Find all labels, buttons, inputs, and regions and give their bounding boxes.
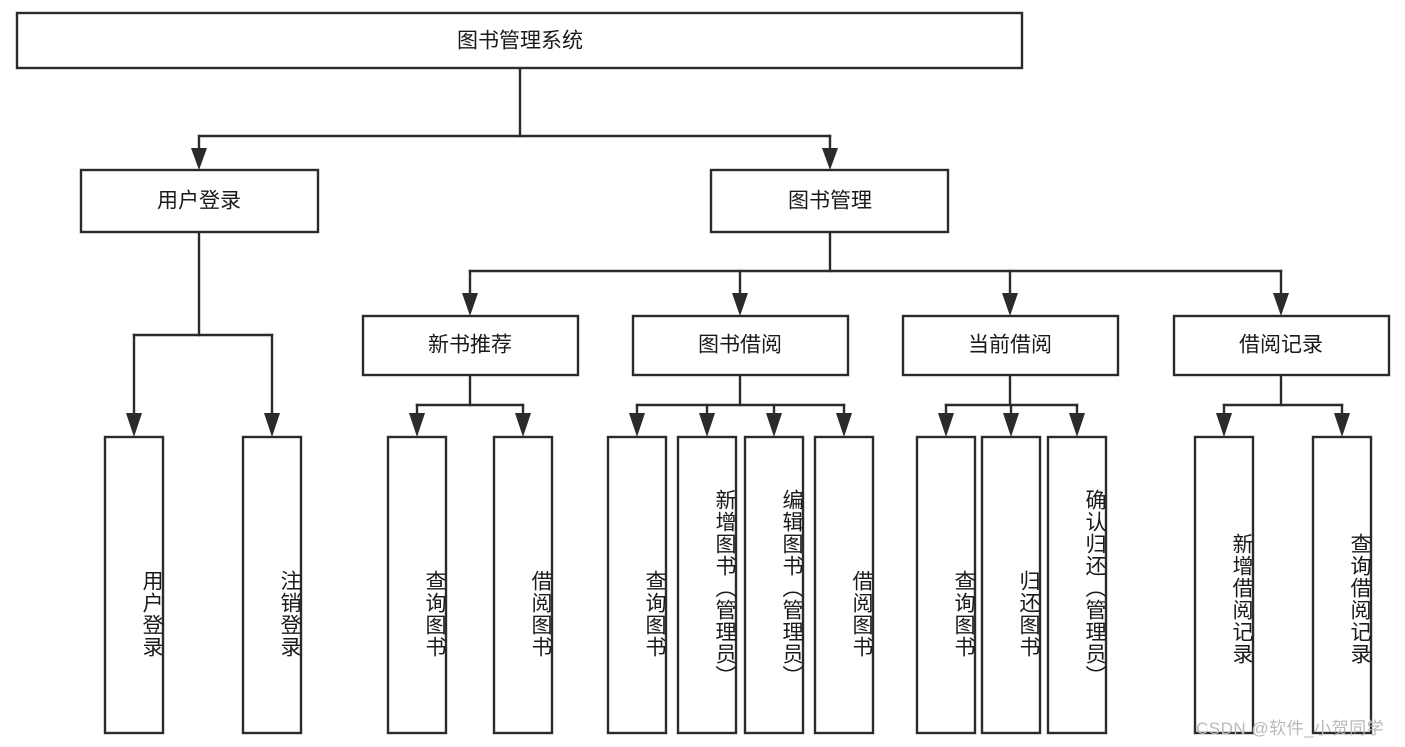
node-root-label: 图书管理系统 — [457, 30, 583, 53]
arrow-leaf-return-book — [1003, 413, 1019, 437]
node-borrow-record[interactable] — [1172, 314, 1391, 377]
node-leaf-add-record[interactable] — [1193, 435, 1255, 735]
arrow-leaf-edit-book — [766, 413, 782, 437]
arrow-leaf-add-record — [1216, 413, 1232, 437]
node-book-borrow[interactable] — [631, 314, 850, 377]
node-leaf-return-book[interactable] — [980, 435, 1042, 735]
arrow-leaf-query-book-3 — [938, 413, 954, 437]
node-leaf-query-book-1[interactable] — [386, 435, 448, 735]
arrow-leaf-query-record — [1334, 413, 1350, 437]
arrow-leaf-query-book-1 — [409, 413, 425, 437]
arrow-book-manage — [822, 148, 838, 170]
node-book-manage[interactable] — [709, 168, 950, 234]
node-current-borrow[interactable] — [901, 314, 1120, 377]
arrow-leaf-add-book — [699, 413, 715, 437]
node-book-manage-label: 图书管理 — [788, 190, 872, 213]
node-leaf-borrow-book-2[interactable] — [813, 435, 875, 735]
node-leaf-query-book-2[interactable] — [606, 435, 668, 735]
arrow-leaf-borrow-book-2 — [836, 413, 852, 437]
arrow-leaf-borrow-book-1 — [515, 413, 531, 437]
node-leaf-confirm-return[interactable] — [1046, 435, 1108, 735]
node-user-login[interactable] — [79, 168, 320, 234]
node-leaf-borrow-book-1[interactable] — [492, 435, 554, 735]
node-book-borrow-label: 图书借阅 — [698, 334, 782, 357]
arrow-leaf-query-book-2 — [629, 413, 645, 437]
node-box-group: 图书管理系统 用户登录 图书管理 新书推荐 图书借阅 当前借阅 借阅记录 — [15, 11, 1391, 735]
node-new-book-recommend-label: 新书推荐 — [428, 334, 512, 357]
node-current-borrow-label: 当前借阅 — [968, 334, 1052, 357]
arrow-user-login — [191, 148, 207, 170]
arrow-leaf-user-login — [126, 413, 142, 437]
arrow-book-borrow — [732, 293, 748, 316]
node-leaf-user-logout[interactable] — [241, 435, 303, 735]
connector-group — [126, 66, 1350, 437]
node-leaf-query-book-3[interactable] — [915, 435, 977, 735]
csdn-watermark: CSDN @软件_小贺同学 — [1196, 719, 1385, 738]
node-borrow-record-label: 借阅记录 — [1239, 334, 1323, 357]
node-leaf-edit-book[interactable] — [743, 435, 805, 735]
node-user-login-label: 用户登录 — [157, 190, 241, 213]
arrow-new-book-recommend — [462, 293, 478, 316]
arrow-current-borrow — [1002, 293, 1018, 316]
node-leaf-query-record[interactable] — [1311, 435, 1373, 735]
arrow-borrow-record — [1273, 293, 1289, 316]
node-leaf-user-login[interactable] — [103, 435, 165, 735]
node-new-book-recommend[interactable] — [361, 314, 580, 377]
node-root[interactable] — [15, 11, 1024, 70]
arrow-leaf-user-logout — [264, 413, 280, 437]
arrow-leaf-confirm-return — [1069, 413, 1085, 437]
node-leaf-add-book[interactable] — [676, 435, 738, 735]
